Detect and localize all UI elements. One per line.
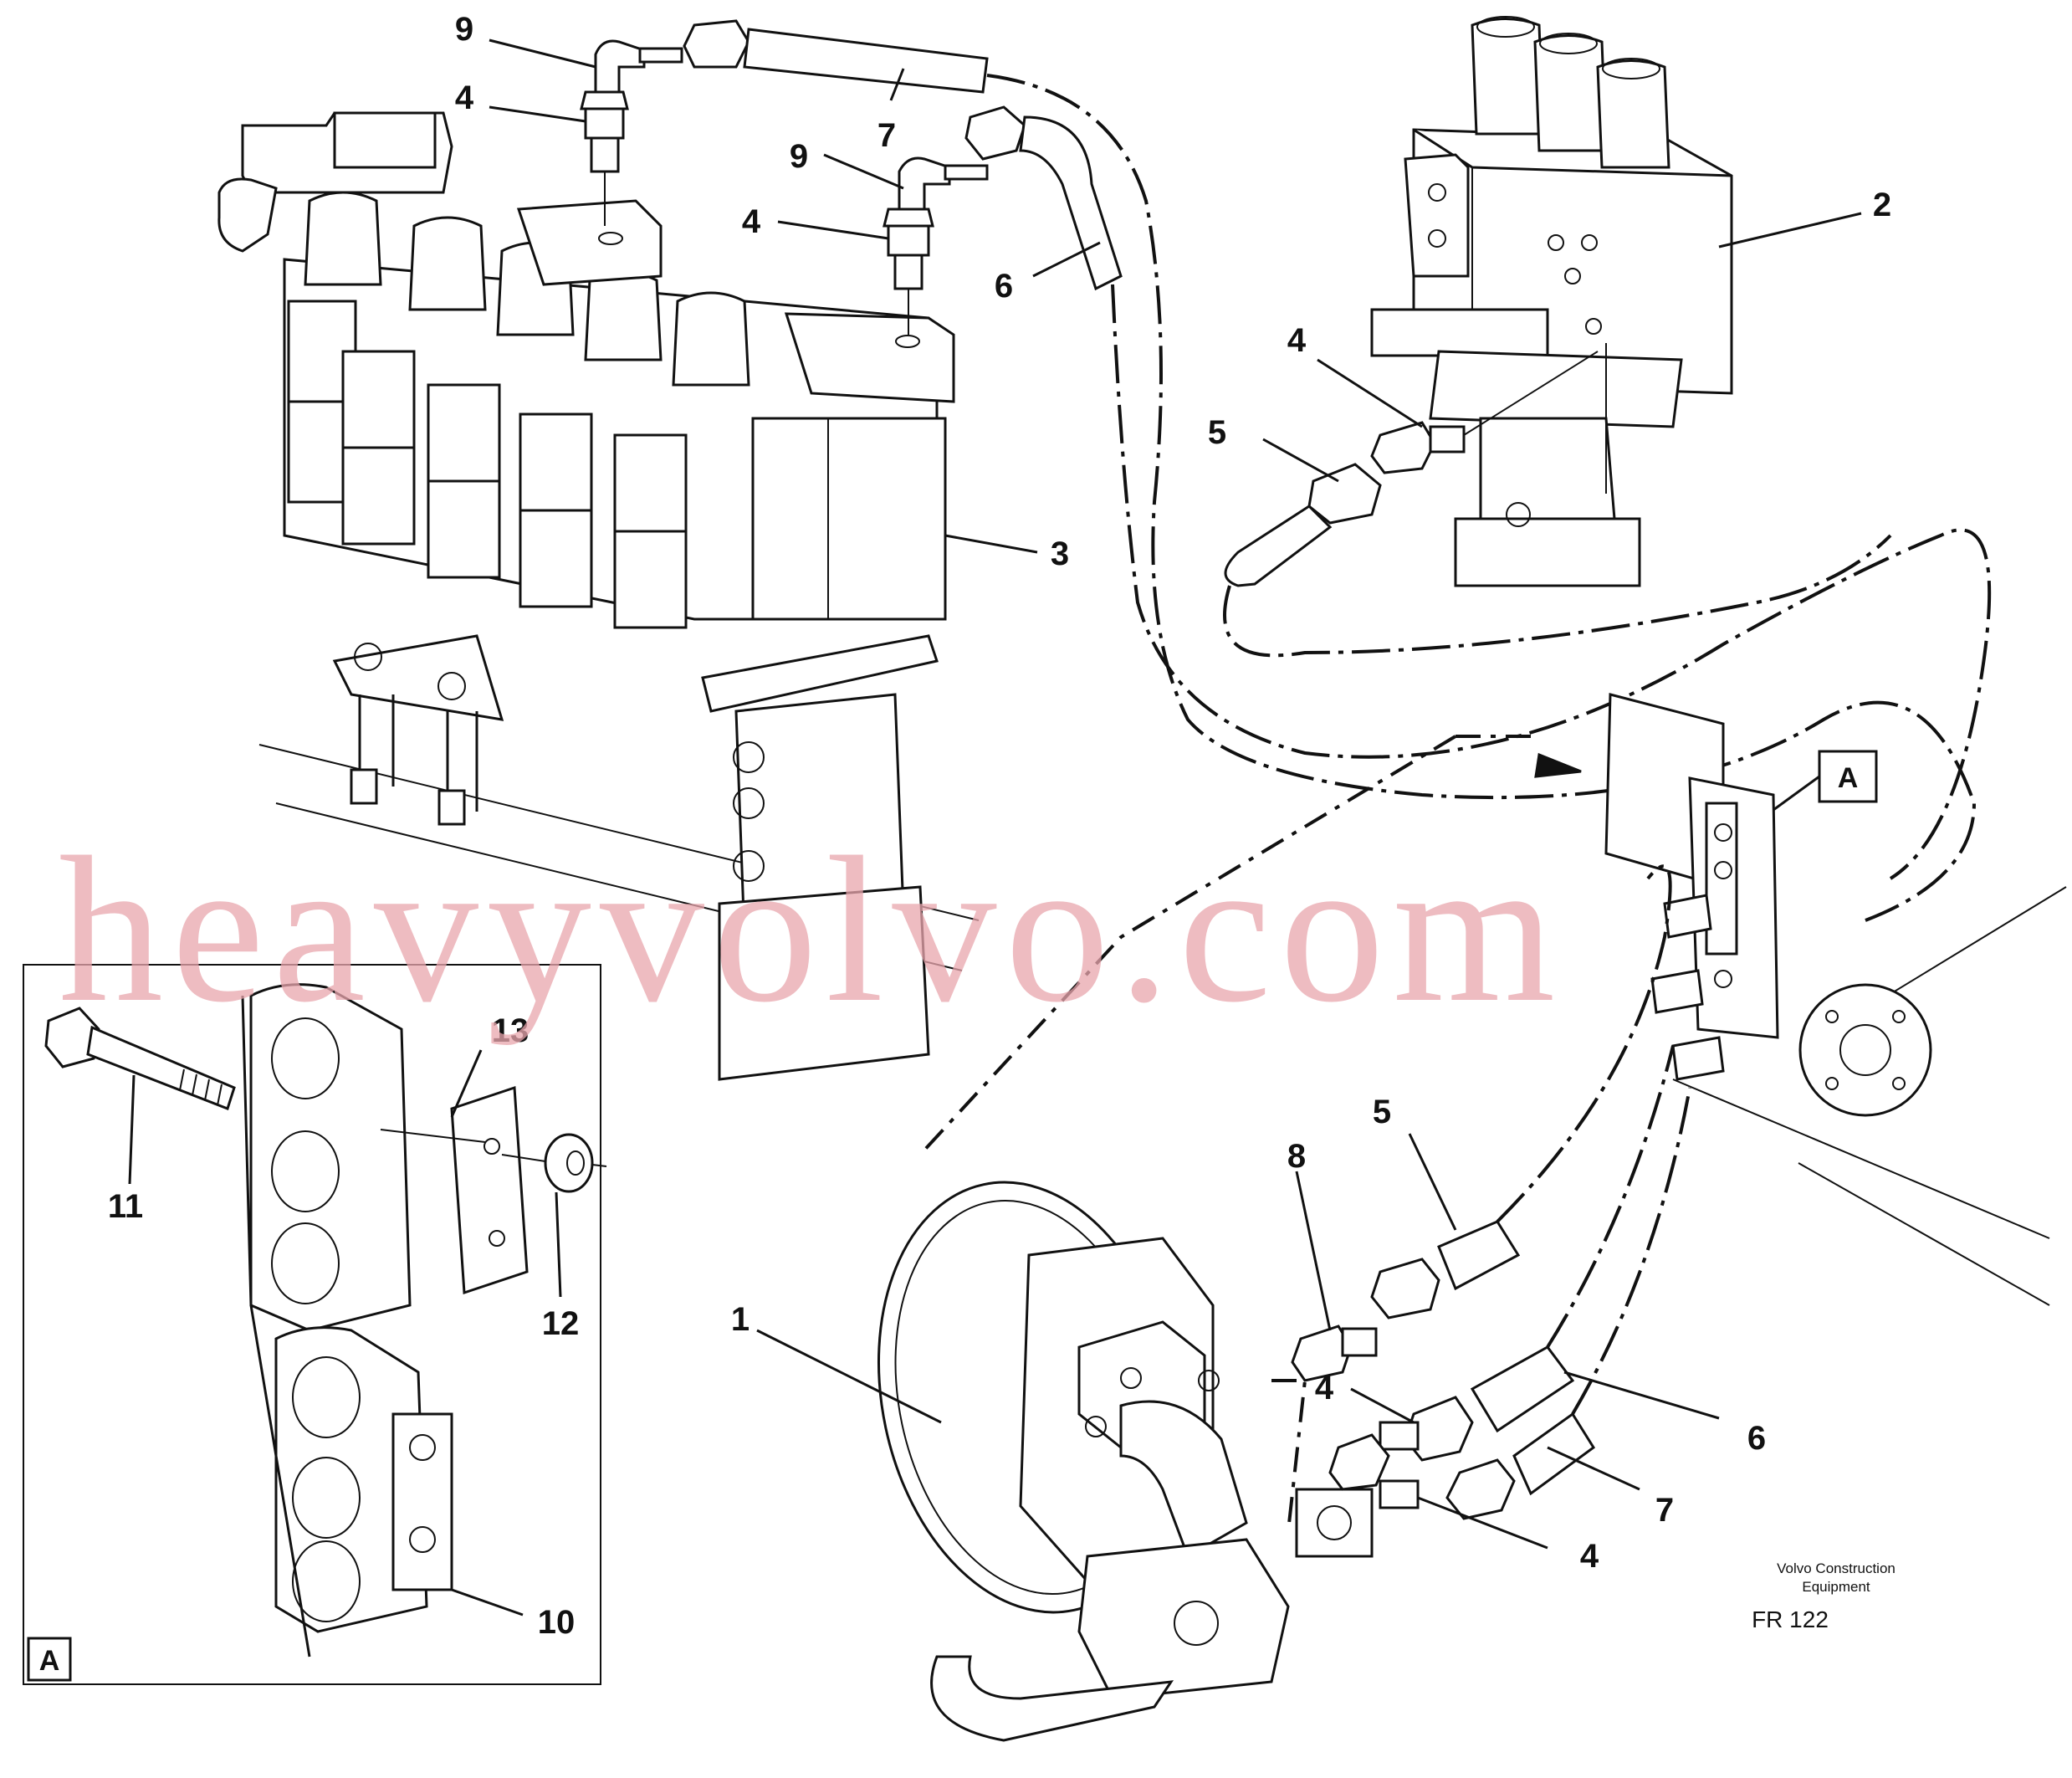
callout-10: 10 bbox=[538, 1604, 576, 1641]
publisher-line-2: Equipment bbox=[1802, 1579, 1870, 1595]
callout-3: 3 bbox=[1051, 535, 1069, 572]
callout-13: 13 bbox=[492, 1012, 530, 1049]
hose-clamp-bracket: A bbox=[1604, 693, 1932, 1117]
callout-12: 12 bbox=[542, 1305, 580, 1342]
watermark: heavyvolvo.com bbox=[59, 814, 1563, 1046]
publisher-block: Volvo Construction Equipment FR 122 bbox=[1752, 1560, 1895, 1632]
callout-6-lower: 6 bbox=[1747, 1420, 1766, 1457]
pilot-valve-block bbox=[1370, 16, 1733, 587]
callout-8: 8 bbox=[1287, 1138, 1306, 1175]
control-valve-block bbox=[217, 111, 955, 1081]
hoses-top bbox=[683, 19, 1992, 922]
detail-a-inset: A bbox=[23, 964, 607, 1685]
callout-4-upper: 4 bbox=[455, 79, 474, 116]
callout-11: 11 bbox=[108, 1188, 143, 1225]
callout-2: 2 bbox=[1873, 187, 1891, 223]
fittings-lower bbox=[1291, 864, 1691, 1520]
fittings-right-upper bbox=[1224, 351, 1599, 587]
detail-reference-letter: A bbox=[1838, 762, 1859, 794]
flow-line bbox=[918, 735, 1582, 1156]
callout-5-right: 5 bbox=[1208, 414, 1226, 451]
callout-4-lower: 4 bbox=[1315, 1370, 1334, 1407]
detail-letter: A bbox=[39, 1645, 60, 1677]
callout-1: 1 bbox=[731, 1301, 750, 1338]
figure-code: FR 122 bbox=[1752, 1606, 1829, 1632]
leader-lines bbox=[128, 38, 1862, 1617]
callout-9-upper: 9 bbox=[455, 11, 473, 48]
callout-numbers: 9 4 7 9 4 6 2 4 5 3 13 11 12 10 5 8 1 4 … bbox=[108, 11, 1891, 1641]
callout-4-right: 4 bbox=[1287, 322, 1307, 359]
callout-6-upper: 6 bbox=[995, 268, 1013, 305]
callout-4-mid: 4 bbox=[742, 203, 761, 240]
callout-4-bottom: 4 bbox=[1580, 1538, 1599, 1575]
publisher-line-1: Volvo Construction bbox=[1777, 1560, 1895, 1576]
hydraulic-pump bbox=[877, 1181, 1374, 1742]
callout-7-upper: 7 bbox=[877, 117, 896, 154]
fittings-upper-left bbox=[580, 39, 989, 335]
callout-9-mid: 9 bbox=[790, 138, 808, 175]
callout-5-lower: 5 bbox=[1373, 1094, 1391, 1130]
callout-7-lower: 7 bbox=[1655, 1492, 1674, 1529]
